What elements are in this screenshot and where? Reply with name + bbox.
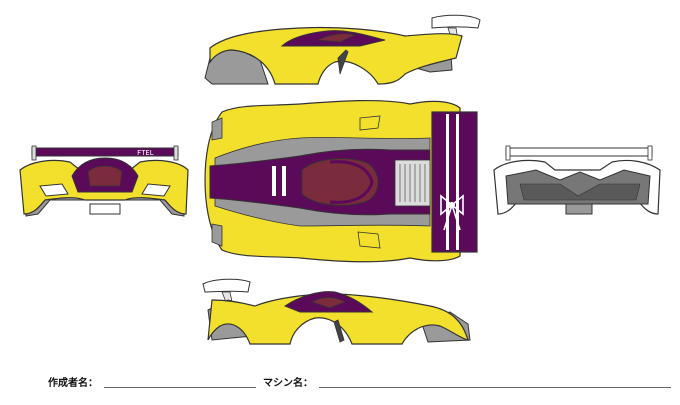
side-top-body	[209, 26, 463, 85]
machine-name-label: マシン名：	[263, 378, 313, 389]
top-headlight-upper	[211, 117, 223, 141]
rear-exhaust	[565, 203, 593, 215]
top-stripe-1	[272, 166, 276, 196]
front-wing-text: FTEL	[137, 149, 154, 157]
machine-name-field[interactable]: マシン名：	[263, 378, 671, 390]
author-name-label: 作成者名：	[48, 378, 98, 389]
rear-view	[493, 145, 661, 215]
front-wing-endplate-right	[173, 145, 179, 161]
machine-name-line[interactable]	[319, 387, 671, 388]
side-view-bottom	[202, 278, 471, 345]
author-name-line[interactable]	[104, 387, 256, 388]
top-canopy-window	[301, 158, 379, 206]
side-top-intake	[337, 49, 349, 75]
top-canopy-frame	[329, 160, 374, 204]
top-wing-bow-decal	[440, 194, 464, 231]
top-engine-grille	[399, 164, 426, 202]
top-down-view	[204, 99, 478, 263]
side-top-wing	[431, 14, 481, 29]
rear-wing-endplate-left	[505, 145, 511, 161]
top-headlight-lower	[211, 223, 223, 247]
front-windshield	[87, 165, 123, 187]
front-splitter	[89, 203, 121, 215]
front-headlight-right	[141, 183, 171, 197]
top-engine-cover	[394, 159, 431, 207]
author-name-field[interactable]: 作成者名：	[48, 378, 256, 390]
side-view-top	[204, 14, 481, 85]
top-wing-stripe-2	[456, 114, 459, 250]
side-top-window	[316, 33, 357, 43]
rear-diffuser-inner	[519, 183, 641, 201]
rear-wing-endplate-right	[647, 145, 653, 161]
top-wing-bow-knot	[449, 202, 455, 208]
top-wing-stripe-1	[446, 114, 449, 250]
front-wing-endplate-left	[31, 145, 37, 161]
front-view: FTEL	[19, 145, 189, 217]
side-bottom-window	[311, 297, 346, 309]
top-rear-wing	[431, 111, 478, 253]
front-headlight-left	[39, 183, 69, 197]
rear-wing-bar	[505, 147, 653, 157]
top-stripe-2	[282, 166, 286, 196]
top-vent-lower	[357, 231, 381, 249]
front-wing-bar	[31, 147, 179, 157]
side-bottom-intake	[333, 319, 345, 343]
top-vent-upper	[359, 115, 381, 131]
side-bottom-wing	[202, 278, 251, 293]
